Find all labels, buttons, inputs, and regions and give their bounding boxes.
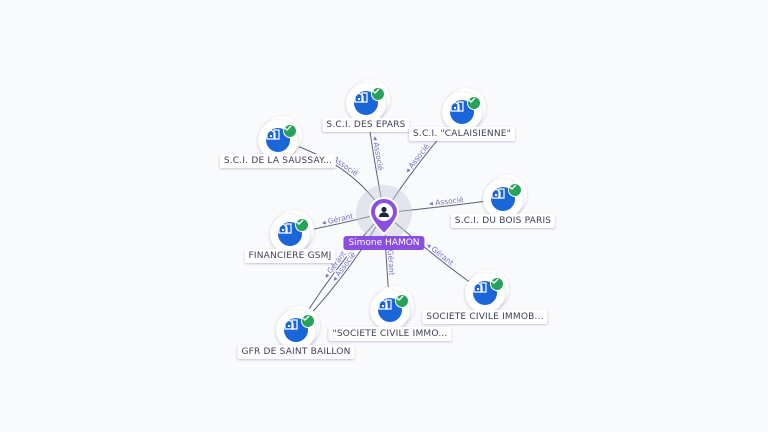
edge-label: ◂ Associé xyxy=(369,134,386,172)
edge-label: ◂ Gérant xyxy=(384,242,397,277)
building-icon xyxy=(491,187,515,211)
check-icon xyxy=(490,277,504,291)
company-label: S.C.I. DU BOIS PARIS xyxy=(450,214,556,228)
company-label: GFR DE SAINT BAILLON xyxy=(237,345,355,359)
edge-label-text: ◂ Associé xyxy=(403,142,431,175)
edge-label-text: ◂ Associé xyxy=(371,136,386,172)
person-label: Simone HAMON xyxy=(343,236,425,250)
building-icon xyxy=(450,100,474,124)
company-label: S.C.I. DE LA SAUSSAY... xyxy=(219,154,337,168)
edge-label: ◂ Associé xyxy=(402,141,433,177)
company-label: FINANCIERE GSMJ xyxy=(244,249,336,263)
company-label: S.C.I. DES EPARS xyxy=(322,118,410,132)
check-icon xyxy=(395,294,409,308)
company-label: "SOCIETE CIVILE IMMO... xyxy=(328,327,452,341)
check-icon xyxy=(467,96,481,110)
check-icon xyxy=(371,87,385,101)
edge-label: ◂ Gérant xyxy=(320,210,356,228)
edge-label-text: ◂ Gérant xyxy=(385,243,396,275)
person-icon xyxy=(368,196,400,236)
edge-label: ◂ Gérant xyxy=(423,239,456,268)
edge-label-text: ◂ Gérant xyxy=(425,241,456,268)
check-icon xyxy=(301,314,315,328)
company-label: S.C.I. "CALAISIENNE" xyxy=(408,127,516,141)
check-icon xyxy=(295,218,309,232)
check-icon xyxy=(508,183,522,197)
check-icon xyxy=(283,124,297,138)
edge-label-text: ◂ Gérant xyxy=(321,211,354,227)
company-label: SOCIETE CIVILE IMMOB... xyxy=(422,310,548,324)
